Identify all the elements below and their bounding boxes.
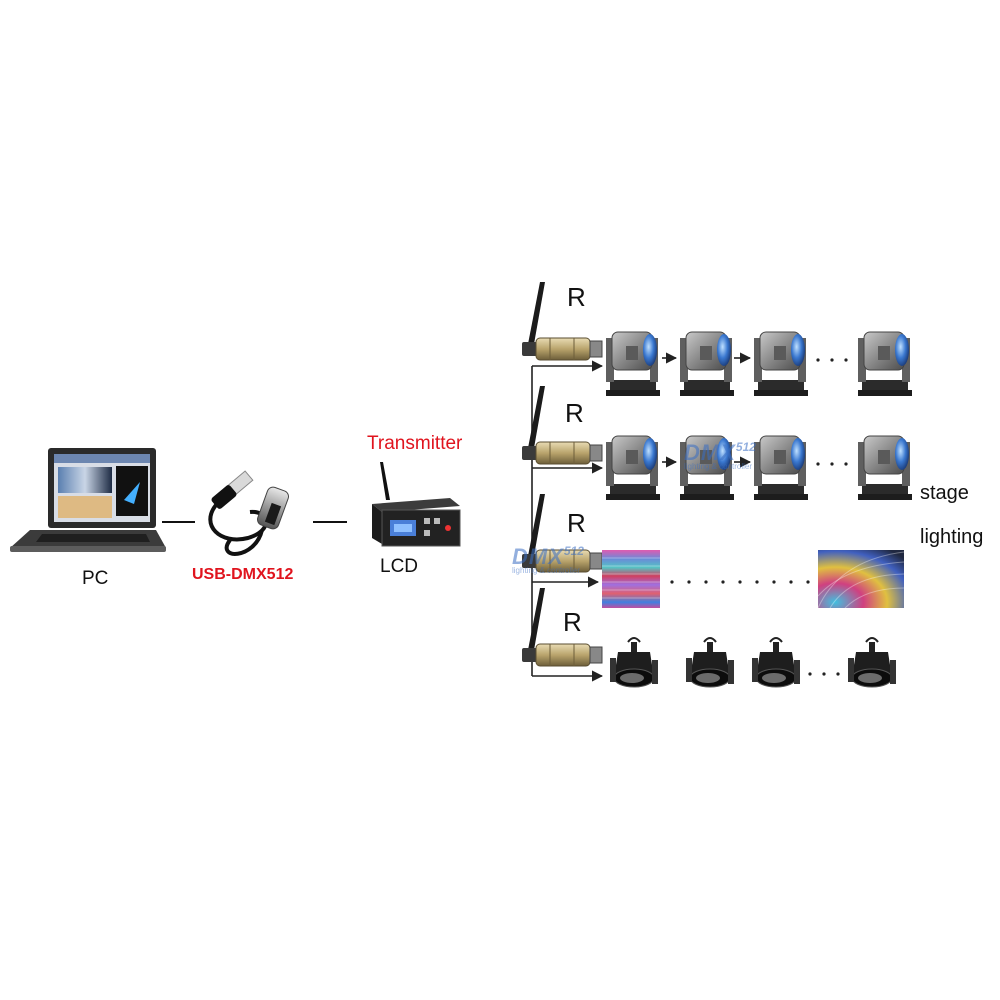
par-can-light-icon [609,637,659,688]
fixture-row-4 [609,637,897,688]
receiver-icon [521,587,603,667]
moving-head-light-icon [605,331,661,397]
stage-label: stage [920,482,969,504]
moving-head-light-icon [857,331,913,397]
receiver-label: R [567,508,586,538]
transmitter-box-icon [372,462,461,547]
led-panel-icon [817,550,905,609]
lcd-label: LCD [380,556,419,577]
transmitter-label: Transmitter [367,433,463,454]
receiver-icon [521,281,603,361]
distribution-bus [531,360,604,682]
par-can-light-icon [847,637,897,688]
receiver-label: R [567,282,586,312]
moving-head-light-icon [605,435,661,501]
fixture-row-3 [602,550,905,609]
moving-head-light-icon [679,331,735,397]
receiver-label: R [563,607,582,637]
led-panel-icon [602,550,660,608]
moving-head-light-icon [753,435,809,501]
moving-head-light-icon [753,331,809,397]
laptop-icon [10,448,166,552]
par-can-light-icon [751,637,801,688]
lighting-label: lighting [920,526,984,548]
pc-label: PC [82,568,109,589]
dmx-watermark: DMX512 lighting & controller [684,440,756,471]
fixture-row-2 [605,435,913,501]
usb-dmx-cable-icon [208,470,289,556]
fixture-row-1 [605,331,913,397]
receiver-label: R [565,398,584,428]
moving-head-light-icon [857,435,913,501]
dmx-watermark: DMX512 lighting & controller [512,544,584,575]
receiver-icon [521,385,603,465]
usb-dmx-label: USB-DMX512 [192,566,294,583]
par-can-light-icon [685,637,735,688]
